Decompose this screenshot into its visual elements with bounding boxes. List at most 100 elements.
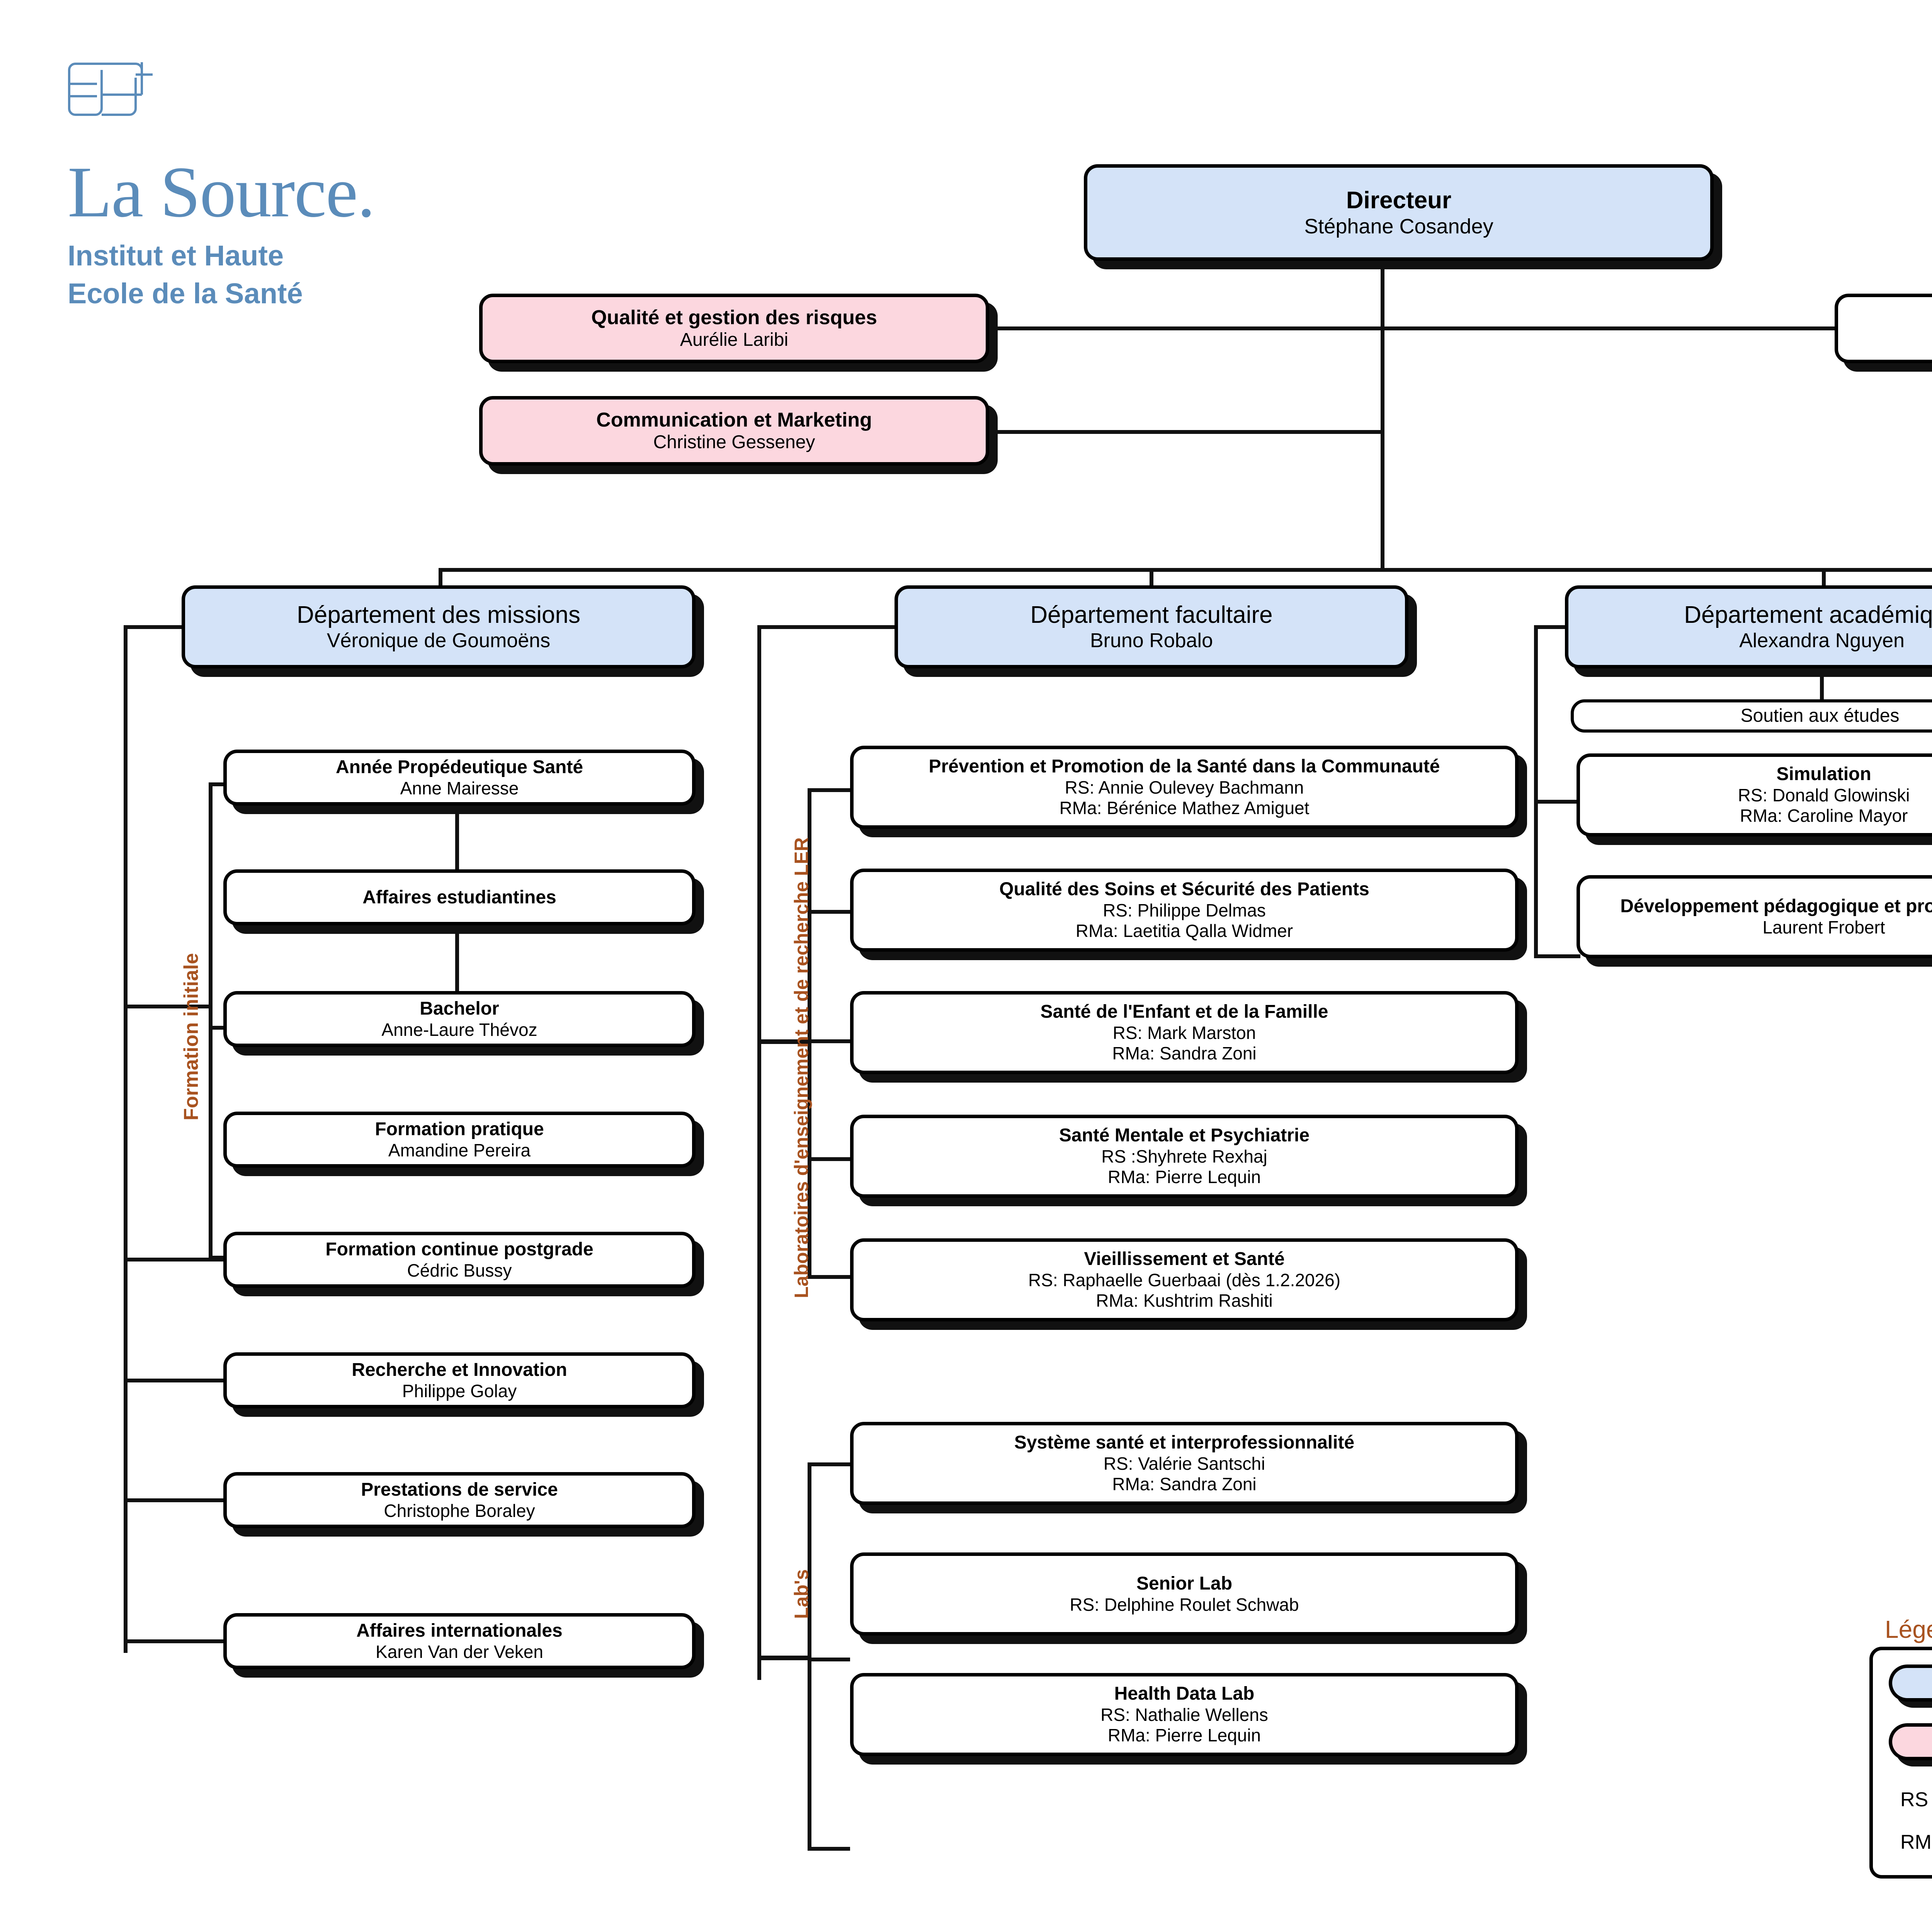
node-title: Santé Mentale et Psychiatrie xyxy=(1059,1125,1310,1146)
node-title: Développement pédagogique et professionn… xyxy=(1620,896,1932,916)
node-title: Formation pratique xyxy=(375,1119,544,1139)
node-sante-mentale-psychiatrie[interactable]: Santé Mentale et Psychiatrie RS :Shyhret… xyxy=(850,1115,1519,1198)
connector-academique-stub-simulation xyxy=(1534,800,1580,804)
node-formation-pratique[interactable]: Formation pratique Amandine Pereira xyxy=(223,1112,696,1168)
node-qualite-gestion-risques[interactable]: Qualité et gestion des risques Aurélie L… xyxy=(479,294,989,363)
node-title: Département académique xyxy=(1684,602,1932,629)
side-label-labs: Lab's xyxy=(791,1569,812,1619)
node-title: Département des missions xyxy=(297,602,580,629)
node-title: Affaires internationales xyxy=(356,1620,563,1641)
node-person: Christophe Boraley xyxy=(384,1500,535,1521)
node-soutien-aux-etudes[interactable]: Soutien aux études xyxy=(1571,699,1932,733)
node-title: Senior Lab xyxy=(1136,1573,1233,1594)
node-formation-continue-postgrade[interactable]: Formation continue postgrade Cédric Buss… xyxy=(223,1232,696,1288)
node-person: Cédric Bussy xyxy=(407,1260,512,1280)
connector-missions-chain-1 xyxy=(455,804,459,896)
node-title: Communication et Marketing xyxy=(596,409,872,431)
node-dept-facultaire[interactable]: Département facultaire Bruno Robalo xyxy=(895,585,1408,668)
connector-staff-comm xyxy=(989,430,1383,434)
connector-missions-stub-5 xyxy=(124,1258,251,1262)
node-title: Recherche et Innovation xyxy=(352,1359,567,1380)
la-source-logo: La Source. Institut et Haute Ecole de la… xyxy=(68,46,439,312)
node-senior-lab[interactable]: Senior Lab RS: Delphine Roulet Schwab xyxy=(850,1552,1519,1636)
node-title: Bachelor xyxy=(420,998,499,1019)
legend-note-rma: RMa : Responsable managérial·e xyxy=(1900,1831,1932,1853)
node-title: Vieillissement et Santé xyxy=(1084,1249,1285,1270)
node-title: Directeur xyxy=(1346,187,1452,214)
connector-missions-stub-6 xyxy=(124,1379,251,1382)
connector-academique-spine-h-top xyxy=(1534,625,1573,629)
node-rs: Laurent Frobert xyxy=(1762,917,1885,937)
connector-ler-stub-1 xyxy=(808,788,850,792)
node-person: Bruno Robalo xyxy=(1090,629,1213,652)
logo-subtitle-line2: Ecole de la Santé xyxy=(68,277,303,309)
node-systeme-sante-interprofessionnalite[interactable]: Système santé et interprofessionnalité R… xyxy=(850,1422,1519,1505)
node-person: Amandine Pereira xyxy=(388,1140,531,1160)
connector-missions-chain-2 xyxy=(455,927,459,1024)
node-person: Aurélie Laribi xyxy=(680,330,789,350)
node-person: Véronique de Goumoëns xyxy=(327,629,551,652)
connector-labs-tie xyxy=(757,1656,811,1660)
node-rs: RS: Raphaelle Guerbaai (dès 1.2.2026) xyxy=(1028,1270,1341,1290)
node-rma: RMa: Caroline Mayor xyxy=(1740,806,1908,826)
side-label-laboratoires-ler: Laboratoires d'enseignement et de recher… xyxy=(791,837,812,1298)
node-rma: RMa: Pierre Lequin xyxy=(1107,1725,1261,1746)
connector-missions-fi-h xyxy=(124,1005,213,1008)
node-rs: RS: Donald Glowinski xyxy=(1738,785,1910,805)
connector-labs-stub-2 xyxy=(808,1658,850,1661)
node-title: Qualité et gestion des risques xyxy=(591,306,877,329)
legend-note-rs: RS : Responsable scientifique xyxy=(1900,1789,1932,1811)
connector-missions-stub-7 xyxy=(124,1498,251,1502)
legend-title: Légendes xyxy=(1885,1615,1932,1643)
connector-dept-drop-facultaire xyxy=(1150,568,1153,587)
connector-facultaire-spine-v xyxy=(757,625,761,1680)
connector-academique-soutien-drop xyxy=(1820,668,1824,699)
node-rma: RMa: Kushtrim Rashiti xyxy=(1096,1290,1273,1311)
node-recherche-innovation[interactable]: Recherche et Innovation Philippe Golay xyxy=(223,1352,696,1408)
connector-ler-tie xyxy=(757,1039,811,1044)
node-affaires-estudiantines[interactable]: Affaires estudiantines xyxy=(223,869,696,925)
node-rs: RS: Nathalie Wellens xyxy=(1100,1704,1268,1725)
node-rma: RMa: Laetitia Qalla Widmer xyxy=(1075,921,1293,941)
connector-ler-stub-5 xyxy=(808,1275,850,1279)
node-developpement-pedagogique-professionnel[interactable]: Développement pédagogique et professionn… xyxy=(1577,875,1932,958)
node-bachelor[interactable]: Bachelor Anne-Laure Thévoz xyxy=(223,991,696,1047)
node-prestations-de-service[interactable]: Prestations de service Christophe Borale… xyxy=(223,1472,696,1528)
node-title: Prévention et Promotion de la Santé dans… xyxy=(929,756,1440,777)
node-rma: RMa: Bérénice Mathez Amiguet xyxy=(1059,798,1310,818)
node-sante-enfant-famille[interactable]: Santé de l'Enfant et de la Famille RS: M… xyxy=(850,991,1519,1074)
node-qualite-soins-securite-patients[interactable]: Qualité des Soins et Sécurité des Patien… xyxy=(850,869,1519,952)
connector-dept-bus xyxy=(439,568,1932,572)
node-rs: RS: Annie Oulevey Bachmann xyxy=(1065,777,1304,797)
node-silab[interactable]: SILAB Dominique Truchot-Cardot xyxy=(1835,294,1932,363)
node-simulation[interactable]: Simulation RS: Donald Glowinski RMa: Car… xyxy=(1577,753,1932,836)
node-prevention-promotion-sante[interactable]: Prévention et Promotion de la Santé dans… xyxy=(850,746,1519,829)
node-title: Système santé et interprofessionnalité xyxy=(1014,1432,1355,1453)
node-rma: RMa: Sandra Zoni xyxy=(1112,1474,1257,1494)
connector-labs-stub-1 xyxy=(808,1462,850,1466)
node-title: Prestations de service xyxy=(361,1479,558,1500)
connector-ler-stub-2 xyxy=(808,910,850,914)
connector-academique-stub-dev-pedago xyxy=(1534,954,1580,958)
connector-missions-spine-v xyxy=(124,625,128,1653)
node-title: Soutien aux études xyxy=(1740,706,1900,726)
connector-academique-spine-v xyxy=(1534,625,1538,957)
connector-dept-drop-academique xyxy=(1822,568,1826,587)
node-rma: RMa: Pierre Lequin xyxy=(1107,1167,1261,1187)
node-communication-marketing[interactable]: Communication et Marketing Christine Ges… xyxy=(479,396,989,466)
node-affaires-internationales[interactable]: Affaires internationales Karen Van der V… xyxy=(223,1613,696,1669)
node-dept-missions[interactable]: Département des missions Véronique de Go… xyxy=(182,585,696,668)
connector-ler-bracket-v xyxy=(808,788,811,1279)
node-title: Département facultaire xyxy=(1030,602,1273,629)
node-annee-propedeutique-sante[interactable]: Année Propédeutique Santé Anne Mairesse xyxy=(223,750,696,806)
node-rs: RS: Mark Marston xyxy=(1112,1022,1256,1043)
connector-ler-stub-4 xyxy=(808,1157,850,1161)
node-health-data-lab[interactable]: Health Data Lab RS: Nathalie Wellens RMa… xyxy=(850,1673,1519,1756)
node-rs: RS: Valérie Santschi xyxy=(1103,1453,1265,1474)
node-vieillissement-sante[interactable]: Vieillissement et Santé RS: Raphaelle Gu… xyxy=(850,1238,1519,1321)
node-title: Formation continue postgrade xyxy=(325,1239,594,1260)
els-plus-logo-icon xyxy=(68,62,153,116)
node-dept-academique[interactable]: Département académique Alexandra Nguyen xyxy=(1565,585,1932,668)
node-person: Philippe Golay xyxy=(402,1381,517,1401)
node-director[interactable]: Directeur Stéphane Cosandey xyxy=(1084,164,1714,261)
